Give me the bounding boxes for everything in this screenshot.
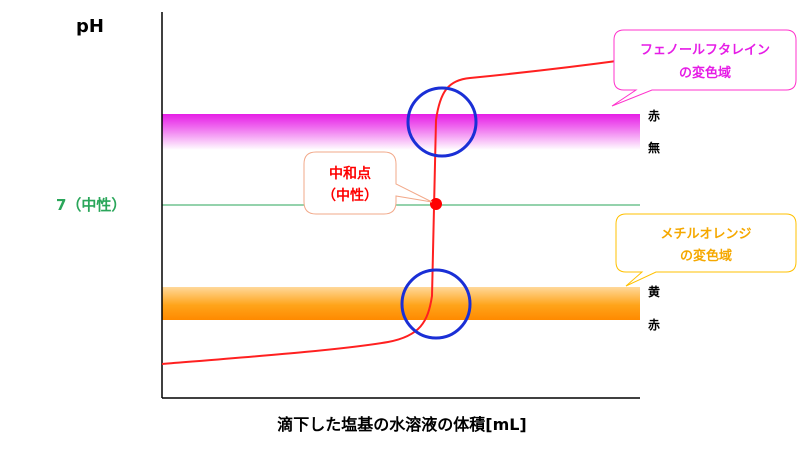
methyl-orange-callout xyxy=(615,213,797,287)
methyl-orange-transition-circle xyxy=(400,268,472,340)
phenolphthalein-lower-color-label: 無 xyxy=(648,140,660,155)
methyl-orange-name: メチルオレンジ xyxy=(660,227,751,242)
phenolphthalein-transition-circle xyxy=(406,86,478,158)
neutral-label: 7（中性） xyxy=(56,196,126,214)
titration-curve xyxy=(161,59,625,365)
methyl-orange-range-label: の変色域 xyxy=(680,248,732,264)
phenolphthalein-callout xyxy=(611,29,797,107)
phenolphthalein-upper-color-label: 赤 xyxy=(648,108,660,123)
equivalence-callout xyxy=(303,151,433,215)
equivalence-label-line2: （中性） xyxy=(322,187,378,204)
y-axis-label: pH xyxy=(76,16,104,37)
equivalence-point-marker xyxy=(430,198,442,210)
phenolphthalein-range-label: の変色域 xyxy=(679,65,731,81)
equivalence-label-line1: 中和点 xyxy=(329,165,371,182)
phenolphthalein-name: フェノールフタレイン xyxy=(640,43,770,58)
methyl-orange-upper-color-label: 黄 xyxy=(648,284,660,299)
x-axis-label: 滴下した塩基の水溶液の体積[mL] xyxy=(277,415,527,434)
phenolphthalein-band xyxy=(162,114,640,150)
methyl-orange-lower-color-label: 赤 xyxy=(648,317,660,332)
